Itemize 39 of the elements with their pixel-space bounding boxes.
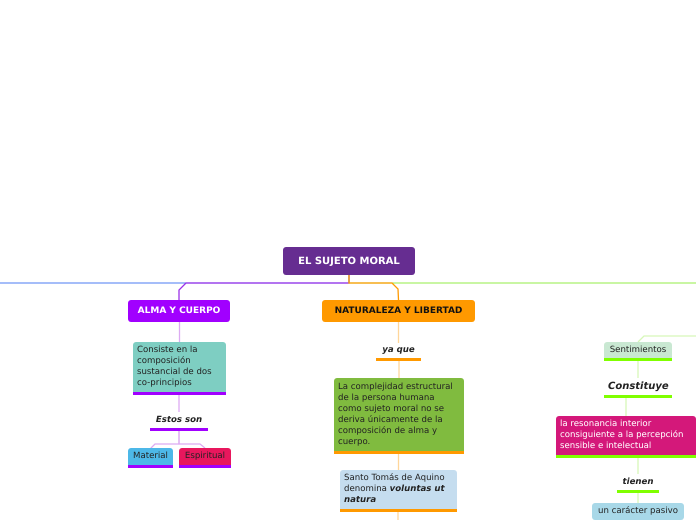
- subtopic-box: [592, 503, 684, 520]
- label-text: ya que: [381, 345, 416, 356]
- topic-text: Material: [132, 451, 169, 462]
- label-text: Constituye: [608, 381, 668, 392]
- connector-line: [178, 322, 180, 342]
- topic-box: [128, 300, 230, 322]
- connector-line: [637, 458, 639, 474]
- connector-line: [178, 431, 206, 449]
- connector-line: [637, 361, 639, 378]
- subtopic-box: [128, 448, 173, 468]
- connector-line: [398, 454, 400, 470]
- connector-label: [604, 378, 672, 398]
- subtopic-box: [556, 416, 696, 458]
- connector-line: [637, 335, 696, 343]
- subtopic-box: [179, 448, 231, 468]
- topic-title: NATURALEZA Y LIBERTAD: [334, 306, 464, 316]
- topic-box: [283, 247, 415, 275]
- topic-text: un carácter pasivo: [597, 506, 679, 517]
- connector-line: [637, 493, 639, 503]
- label-text: tienen: [622, 476, 654, 488]
- topic-text: Consiste en la composición sustancial de dos co-principios: [137, 345, 213, 389]
- subtopic-box: [133, 342, 226, 395]
- connector-line: [398, 361, 400, 378]
- topic-title: ALMA Y CUERPO: [136, 306, 222, 316]
- connector-line: [178, 395, 180, 412]
- connector-line: [348, 275, 400, 300]
- topic-box: [322, 300, 475, 322]
- topic-title: EL SUJETO MORAL: [297, 256, 401, 266]
- topic-text: Espiritual: [184, 451, 226, 462]
- label-text: Estos son: [154, 414, 204, 426]
- subtopic-box: [604, 342, 672, 361]
- topic-text: Santo Tomás de Aquino denomina voluntas ut natura: [344, 473, 446, 506]
- connector-line: [625, 398, 627, 416]
- topic-text: la resonancia interior consiguiente a la percepción sensible e intelectual: [560, 419, 684, 452]
- subtopic-box: [334, 378, 464, 454]
- topic-text: Sentimientos: [608, 344, 668, 356]
- connector-line: [398, 322, 400, 343]
- subtopic-box: [340, 470, 457, 512]
- topic-text: La complejidad estructural de la persona humana como sujeto moral no se deriva únicamente de la composición de alma y cuerpo.: [338, 382, 454, 448]
